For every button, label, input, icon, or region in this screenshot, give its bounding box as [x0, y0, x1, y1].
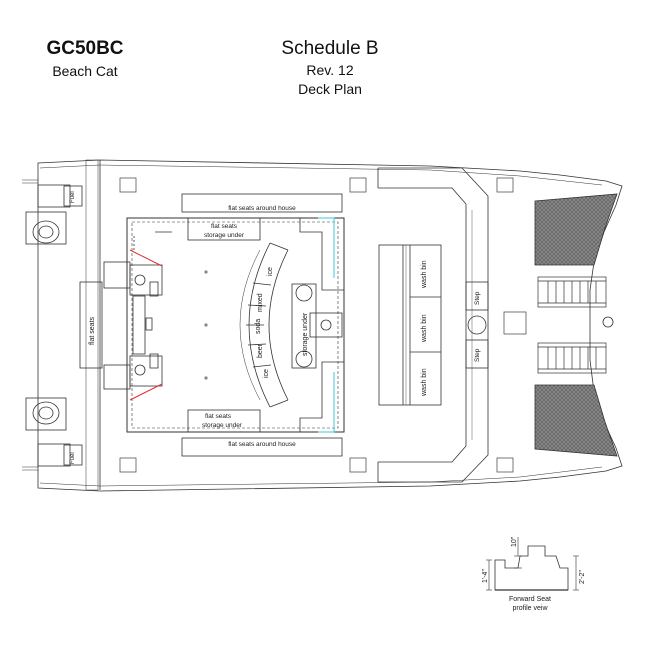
step-label-1: Step [474, 291, 481, 305]
deck-house [126, 217, 345, 433]
fuel-label-bottom: Fuel [70, 452, 76, 464]
bow-ladder-top [537, 276, 607, 308]
detail-caption-line1: Forward Seat [509, 596, 551, 603]
sheet-title: Deck Plan [298, 81, 362, 97]
storage-seat-bottom-line2: storage under [202, 422, 243, 429]
flat-seats-house-bottom [181, 437, 343, 457]
dim-top-label: 10" [511, 536, 518, 547]
model-name: Beach Cat [52, 63, 118, 79]
revision-label: Rev. 12 [306, 62, 354, 78]
dim-right-label: 2'-2" [579, 570, 586, 584]
storage-under-label: storage under [302, 312, 309, 356]
forward-seating [377, 167, 489, 483]
schedule-title: Schedule B [281, 38, 379, 59]
helm-red-markers [129, 249, 163, 401]
detail-caption-line2: profile veiw [512, 605, 548, 612]
drink-bin-bar [239, 242, 289, 408]
wash-bin-1-label: wash bin [421, 260, 428, 289]
trampoline-bottom [534, 384, 618, 457]
dim-left-label: 1'-4" [482, 569, 489, 583]
storage-under-box [291, 283, 317, 369]
head-fixture-top [25, 211, 67, 245]
bin-label-ice-bottom: ice [263, 369, 270, 378]
wash-bin-3-label: wash bin [421, 368, 428, 397]
wash-bin-2-label: wash bin [421, 314, 428, 343]
model-code: GC50BC [46, 38, 124, 59]
flat-seats-storage-top [187, 217, 261, 241]
bin-label-soda: soda [255, 319, 262, 334]
hull-outline [37, 159, 623, 492]
storage-seat-top-line1: flat seats [211, 223, 238, 230]
forward-seat-profile-detail [486, 537, 579, 591]
helm-console [103, 231, 172, 390]
deck-dots [204, 270, 208, 380]
wash-bin-bench [378, 244, 442, 406]
flat-seats-storage-bottom [187, 409, 261, 433]
trampoline-top [534, 193, 618, 266]
storage-seat-bottom-line1: flat seats [205, 413, 232, 420]
flat-seats-house-bottom-label: flat seats around house [228, 441, 296, 448]
port-flat-seats: flat seats [79, 281, 103, 369]
bin-label-mixed: mixed [257, 293, 264, 312]
fuel-label-top: Fuel [70, 191, 76, 203]
head-fixture-bottom [25, 397, 67, 431]
port-flat-seats-label: flat seats [89, 316, 96, 345]
bow-ladder-bottom [537, 342, 607, 374]
flat-seats-house-top-label: flat seats around house [228, 205, 296, 212]
deck-fittings [119, 177, 527, 473]
flat-seats-house-top [181, 193, 343, 213]
step-label-2: Step [474, 348, 481, 362]
bin-label-ice-top: ice [267, 267, 274, 276]
bin-label-beer: beer [257, 343, 264, 358]
storage-seat-top-line2: storage under [204, 232, 245, 239]
